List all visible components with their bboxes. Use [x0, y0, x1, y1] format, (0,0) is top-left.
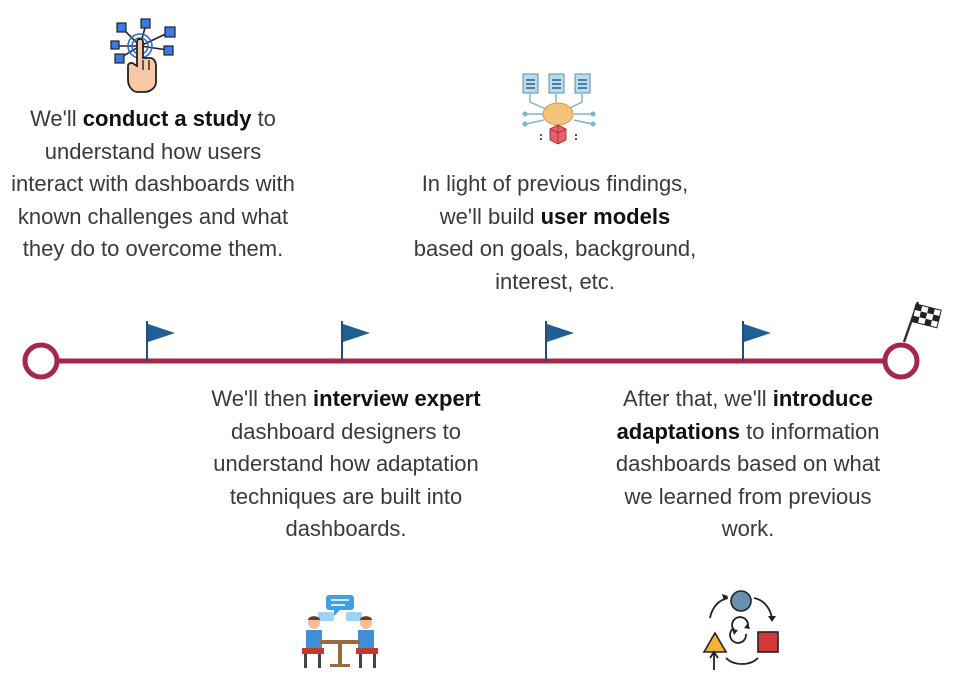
- step-interview-experts: We'll then interview expert dashboard de…: [205, 383, 487, 546]
- step-text-pre: We'll then: [211, 386, 314, 411]
- milestone-flag-icon: [146, 321, 175, 361]
- step-introduce-adaptations: After that, we'll introduce adaptations …: [607, 383, 889, 546]
- step-conduct-study: We'll conduct a study to understand how …: [8, 103, 298, 266]
- adaptation-cycle-icon: [702, 590, 779, 670]
- step-build-user-models: In light of previous findings, we'll bui…: [410, 168, 700, 298]
- step-text-bold: conduct a study: [82, 106, 252, 131]
- step-text-post: to understand how users interact with da…: [11, 106, 295, 262]
- step-text-bold: user models: [540, 203, 671, 229]
- timeline-start-node: [22, 342, 60, 380]
- step-text-post: dashboard designers to understand how ad…: [213, 418, 479, 542]
- step-text-bold: interview expert: [313, 386, 481, 411]
- user-model-icon: [522, 73, 596, 145]
- step-text-pre: After that, we'll: [623, 386, 773, 411]
- timeline-end-node: [882, 342, 920, 380]
- milestone-flag-icon: [742, 321, 771, 361]
- milestone-flag-icon: [341, 321, 370, 361]
- step-text-post: based on goals, background, interest, et…: [413, 236, 697, 294]
- touch-network-icon: [110, 18, 176, 93]
- step-text-bold: introduce adaptations: [616, 386, 873, 444]
- milestone-flag-icon: [545, 321, 574, 361]
- step-text-pre: We'll: [30, 106, 83, 131]
- interview-meeting-icon: [302, 595, 378, 668]
- step-text-pre: In light of previous findings, we'll bui…: [421, 171, 689, 229]
- checkered-flag-icon: [902, 301, 942, 343]
- step-text-post: to information dashboards based on what …: [615, 418, 881, 542]
